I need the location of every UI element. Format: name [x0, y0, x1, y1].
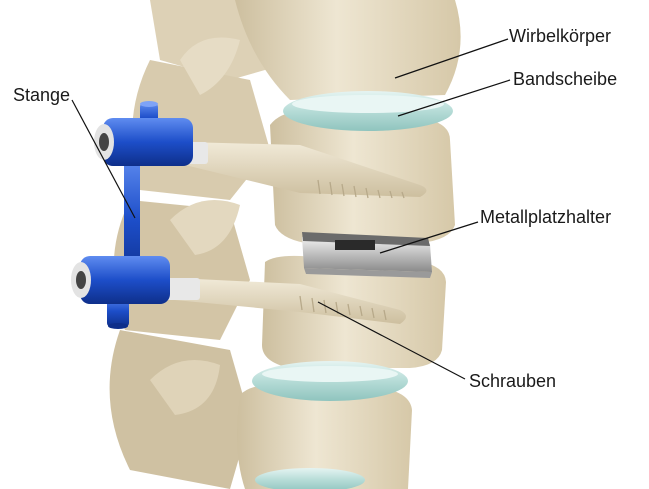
label-stange: Stange [13, 86, 70, 104]
label-schrauben: Schrauben [469, 372, 556, 390]
label-wirbelkoerper: Wirbelkörper [509, 27, 611, 45]
metal-spacer [302, 232, 432, 278]
label-metallplatzhalter: Metallplatzhalter [480, 208, 611, 226]
label-bandscheibe: Bandscheibe [513, 70, 617, 88]
